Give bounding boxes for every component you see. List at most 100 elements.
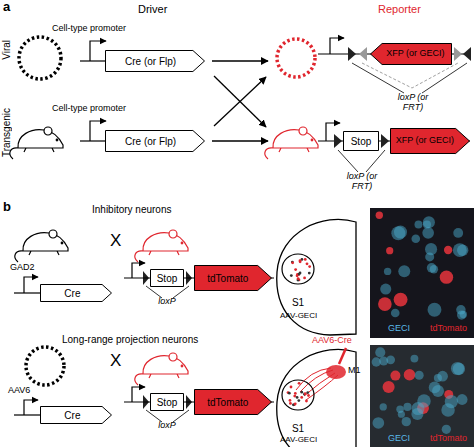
promoter-arrow [24,277,38,293]
lox-site [381,134,389,148]
s1-dots-bottom [289,402,292,405]
mouse-icon [49,230,57,238]
mouse-icon [169,353,177,361]
s1-dots-top [290,274,293,277]
node-shape [41,407,112,424]
micrograph-cells [380,284,391,295]
micrograph-cells [372,347,468,434]
micrograph-cells [457,394,468,405]
s1-dots-bottom [305,400,308,403]
reporter-construct [318,38,470,141]
micrograph-cells [445,395,458,408]
panel-letter: a [3,0,10,14]
s1-dots-bottom [298,382,301,385]
node-label: S1 [292,423,304,434]
node-text-box: Stop [150,393,184,411]
brain-outline [277,349,356,447]
injection-label: AAV-GECI [280,436,317,445]
mouse-icon [61,242,63,244]
s1-dots-bottom [300,391,303,394]
promoter-label: Cell-type promoter [52,104,126,114]
channel-label: GECI [388,324,410,334]
reporter-gene-arrow: XFP (or GECI) [370,43,452,65]
node-label: Stop [157,273,178,284]
node-label: Cre [64,288,80,299]
lox-label: loxP (or FRT) [391,93,435,113]
micrograph-cells [414,220,422,228]
s1-dots-top [299,259,302,262]
s1-dots-bottom [304,392,307,395]
s1-dots-top [304,258,307,261]
node-shape [151,270,184,287]
column-heading: Driver [138,3,167,15]
injection-label: AAV6-Cre [312,336,352,346]
lox-site [454,47,462,61]
node-label: S1 [292,297,304,308]
micrograph-cells [398,265,410,277]
driver-gene-arrow: Cre (or Flp) [105,130,205,152]
node-shape [151,394,184,411]
node-shape [344,132,379,151]
stop-cassette: Stop [150,269,184,287]
micrograph-cells [404,369,415,380]
driver-virus [19,37,61,79]
driver-gene-arrow: Cre (or Flp) [105,50,205,72]
s1-dots-bottom [303,393,306,396]
s1-dots-bottom [293,403,296,406]
micrograph-cells [380,403,387,410]
node-shape [195,266,272,291]
node-label: Cre [64,410,80,421]
mouse-icon [44,127,52,135]
promoter-arrow [24,400,38,415]
promoter-arrow [80,60,105,61]
node-label: Cre (or Flp) [125,56,176,67]
node-text-box: S1 [281,253,315,309]
lox-leader [366,150,385,172]
node-text-box: tdTomato [194,265,272,291]
s1-dots-bottom [294,392,297,395]
s1-dots-bottom [287,382,310,406]
promoter-label: GAD2 [10,263,35,273]
node-text-box: Cre (or Flp) [105,50,205,72]
m1-injection [326,348,346,379]
lox-site [463,47,471,61]
row-heading: Viral [1,40,12,60]
micrograph-cells [391,226,405,240]
promoter-arrow [90,121,106,141]
s1-dots-top [297,277,300,280]
reporter-gene-arrow: tdTomato [194,389,272,415]
lox-label: loxP [150,297,184,307]
node-text-box: Stop [150,269,184,287]
s1-dots-top [308,272,311,275]
micrograph-cells [456,305,465,314]
s1-dots-bottom [297,399,300,402]
micrograph-cells [394,293,408,307]
micrograph-cells [451,362,464,375]
micrograph-cells [444,246,452,254]
node-text-box: Stop [343,131,379,151]
micrograph-cells [412,402,425,415]
micrograph [370,345,474,447]
node-label: XFP (or GECI) [386,49,444,59]
promoter-arrow [132,387,145,402]
reporter-gene-arrow: tdTomato [194,265,272,291]
micrograph-cells [383,381,395,393]
node-text-box: XFP (or GECI) [390,128,470,154]
mouse-icon [135,230,188,262]
driver-virus [19,37,61,79]
projection-axon [306,375,338,400]
stop-cassette: Stop [150,393,184,411]
promoter-arrow [80,41,106,141]
mouse-icon [181,365,183,367]
cross-title: Inhibitory neurons [92,204,172,215]
region-oval [282,380,314,410]
micrograph-cells [376,212,383,219]
column-heading: Reporter [378,3,421,15]
driver-virus [26,347,64,385]
micrograph-cells [422,227,434,239]
mouse-icon [135,233,188,262]
cross-arrow [212,61,268,141]
micrograph-cells [403,403,411,411]
